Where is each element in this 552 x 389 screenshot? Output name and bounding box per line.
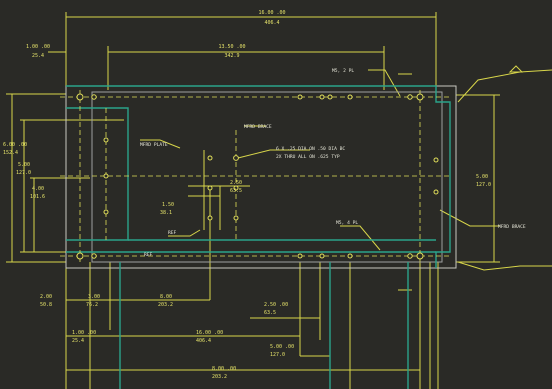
dim-left-offset: 1.00 .00 [26,44,50,50]
dim-m1-sub: 38.1 [160,210,172,216]
dim-b4: 8.00 [160,294,172,300]
hole [416,93,424,101]
dim-b5: 16.00 .00 [196,330,223,336]
note-plate-top: MFRD BRACE [244,124,272,130]
dim-left-height-sub: 152.4 [3,150,18,156]
hole [103,173,109,179]
dim-b8: 8.00 .00 [212,366,236,372]
hole [103,137,109,143]
dim-overall-width: 16.00 .00 [258,10,285,16]
hole [297,253,303,259]
note-holes: 6 X .25 DIA ON .50 DIA BC [276,146,345,152]
hole [319,253,325,259]
dim-inner-width-sub: 342.9 [224,53,239,59]
dim-b3: 1.00 .00 [72,330,96,336]
dim-overall-width-sub: 406.4 [264,20,279,26]
hole [76,93,84,101]
note-holes2: 2X THRU ALL ON .625 TYP [276,154,340,160]
hole [233,215,239,221]
dim-b2: 3.00 [88,294,100,300]
hole [91,94,97,100]
note-plate-left: MFRD PLATE [140,142,168,148]
dim-b1-sub: 50.8 [40,302,52,308]
annotation-notes: M5, 2 PL MFRD BRACE MFRD PLATE 6 X .25 D… [140,68,526,258]
dim-b4-sub: 203.2 [158,302,173,308]
hole [233,155,239,161]
dim-b6: 2.50 .00 [264,302,288,308]
hole [407,253,413,259]
hole [76,252,84,260]
hole [347,94,353,100]
dim-left-small: 4.00 [32,186,44,192]
dim-inner-width: 13.50 .00 [218,44,245,50]
dim-left-small-sub: 101.6 [30,194,45,200]
hole [207,185,213,191]
dim-b7: 5.00 .00 [270,344,294,350]
dim-b2-sub: 76.2 [86,302,98,308]
dim-right-height-sub: 127.0 [476,182,491,188]
hole [407,94,413,100]
hole [103,209,109,215]
hole [327,94,333,100]
note-ref2: REF [144,252,153,258]
note-top-right: M5, 2 PL [332,68,354,74]
hole [416,252,424,260]
hole [233,185,239,191]
dim-left-mid-sub: 127.0 [16,170,31,176]
dimension-labels: 16.00 .00 406.4 13.50 .00 342.9 1.00 .00… [3,10,491,380]
dim-b8-sub: 203.2 [212,374,227,380]
note-bottom-mid: M5, 4 PL [336,220,358,226]
hole [207,155,213,161]
hole [297,94,303,100]
hole [433,157,439,163]
dim-m2-sub: 63.5 [230,188,242,194]
dim-m2: 2.50 [230,180,242,186]
hole [207,215,213,221]
hole [347,253,353,259]
dim-left-offset-sub: 25.4 [32,53,44,59]
dim-left-mid: 5.00 [18,162,30,168]
dim-b5-sub: 406.4 [196,338,211,344]
dim-b6-sub: 63.5 [264,310,276,316]
dim-b1: 2.00 [40,294,52,300]
dim-right-height: 5.00 [476,174,488,180]
holes [76,93,439,260]
hole [319,94,325,100]
hole [91,253,97,259]
note-right-side: MFRD BRACE [498,224,526,230]
dim-left-height: 6.00 .00 [3,142,27,148]
dim-b7-sub: 127.0 [270,352,285,358]
cutout-profile [66,85,451,389]
center-lines [60,90,450,262]
dim-m1: 1.50 [162,202,174,208]
dim-b3-sub: 25.4 [72,338,84,344]
note-ref1: REF [168,230,177,236]
hole [433,189,439,195]
